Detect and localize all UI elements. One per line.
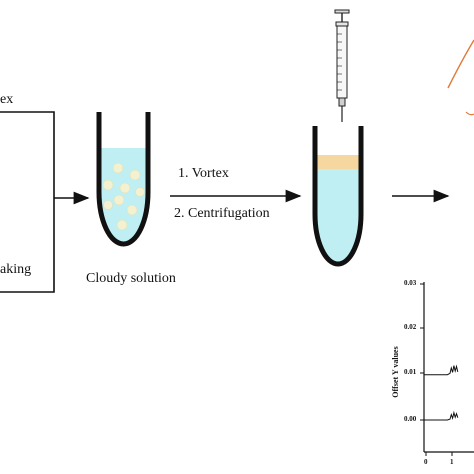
- chart-series-line-1: [424, 364, 459, 376]
- xtick-0: 0: [424, 458, 428, 466]
- tube-cloudy-solution: [96, 112, 151, 247]
- tube-centrifuged: [312, 126, 364, 267]
- xtick-1: 1: [450, 458, 454, 466]
- accent-curve: [447, 39, 474, 89]
- label-step-centrifugation: 2. Centrifugation: [174, 206, 270, 221]
- label-step-vortex: 1. Vortex: [178, 166, 229, 181]
- accent-curve-small: [465, 111, 474, 116]
- sediment-layer: [315, 155, 361, 169]
- chart-series-group: [424, 364, 459, 421]
- ytick-0.01: 0.01: [404, 368, 417, 376]
- chart-ylabel: Offset Y values: [391, 346, 400, 397]
- label-vortex-cropped: ex: [0, 92, 14, 107]
- label-cloudy-solution: Cloudy solution: [86, 271, 176, 286]
- chart-series-line-2: [424, 410, 459, 421]
- chart-frame: [420, 282, 474, 456]
- ytick-0.02: 0.02: [404, 323, 417, 331]
- label-shaking-cropped: aking: [0, 262, 32, 277]
- left-bracket-line: [0, 111, 55, 293]
- ytick-0.00: 0.00: [404, 415, 417, 423]
- ytick-0.03: 0.03: [404, 279, 417, 287]
- syringe-icon: [334, 9, 350, 122]
- droplets: [102, 162, 145, 231]
